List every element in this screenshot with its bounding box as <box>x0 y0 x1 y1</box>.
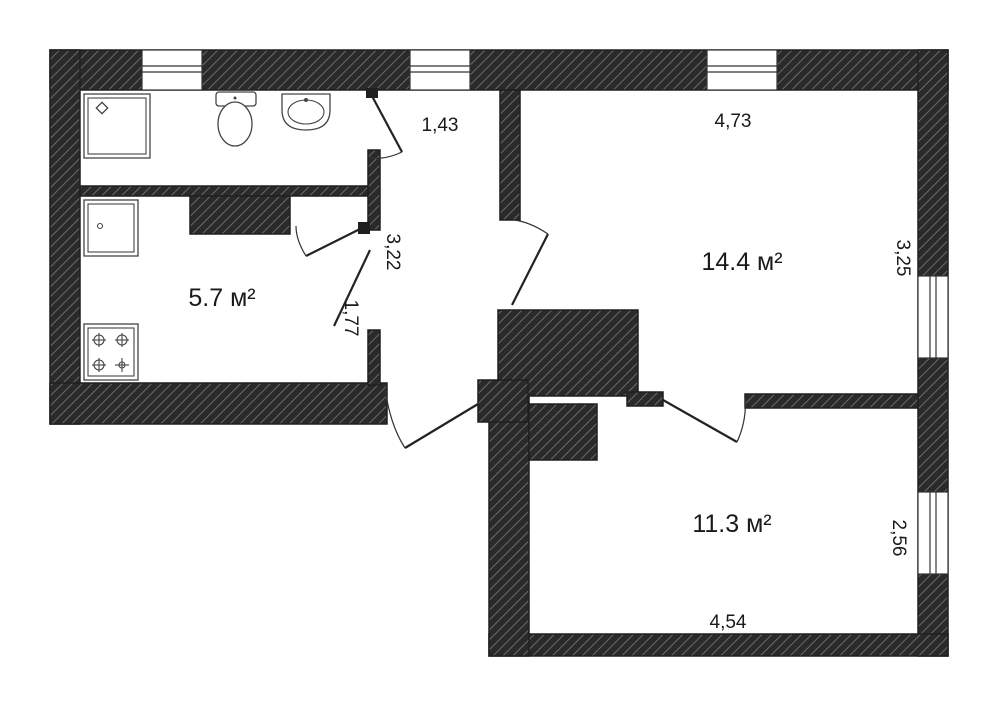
doors <box>295 95 746 449</box>
kitchen-area-label: 5.7 м² <box>188 284 255 312</box>
window-living-top <box>706 49 778 91</box>
window-hall <box>409 49 471 91</box>
windows <box>141 49 949 575</box>
window-living-right <box>917 275 949 359</box>
living-area-label: 14.4 м² <box>701 248 782 276</box>
dim-hall-width: 1,77 <box>340 300 361 337</box>
fixtures <box>83 91 331 381</box>
stove-icon <box>83 323 139 381</box>
window-bedroom-right <box>917 491 949 575</box>
window-bath <box>141 49 203 91</box>
interior-walls <box>79 88 919 461</box>
dim-bedroom-depth: 2,56 <box>888 520 909 557</box>
bedroom-area-label: 11.3 м² <box>692 510 771 538</box>
dim-bedroom-width: 4,54 <box>710 612 747 633</box>
dim-bath-width: 1,43 <box>422 115 459 136</box>
sink-icon <box>281 93 331 131</box>
room-labels: 5.7 м² 14.4 м² 11.3 м² <box>188 248 782 538</box>
dim-living-width: 4,73 <box>715 111 752 132</box>
dimension-labels: 1,43 4,73 3,25 3,22 1,77 2,56 4,54 <box>340 111 913 633</box>
kitchen-sink-icon <box>83 199 139 257</box>
shower-icon <box>83 93 151 159</box>
toilet-icon <box>215 91 257 147</box>
dim-living-depth: 3,25 <box>892 240 913 277</box>
dim-hall-length: 3,22 <box>382 234 403 271</box>
